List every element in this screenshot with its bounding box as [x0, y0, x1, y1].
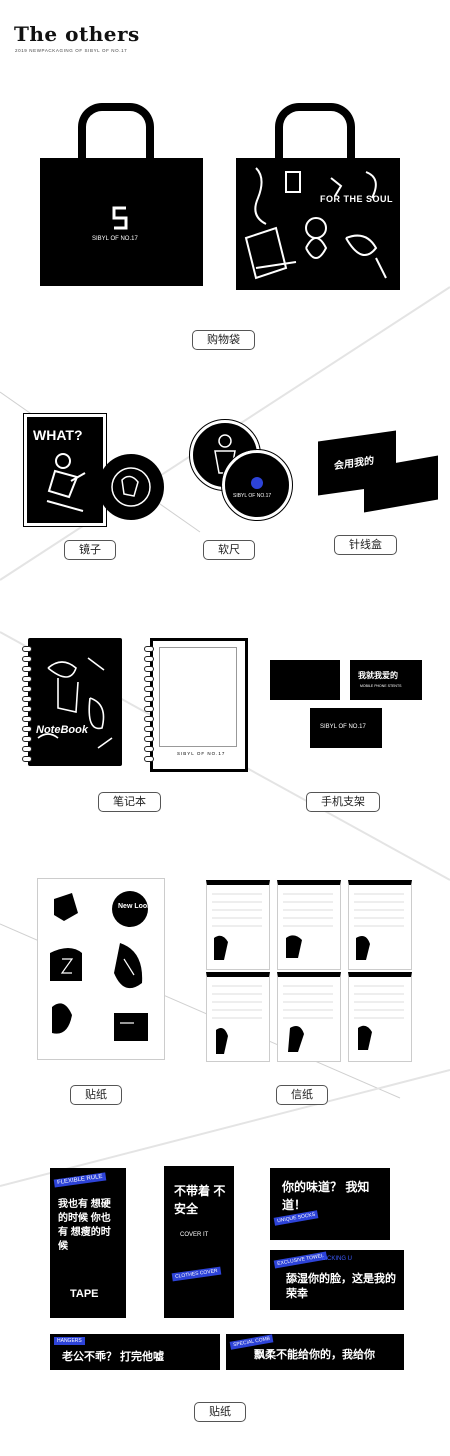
phone-stand-card-2: 我就我爱的 MOBILE PHONE STENTS: [350, 660, 422, 700]
notebook-page: SIBYL OF NO.17: [150, 638, 248, 772]
tape-sticker-2-sub: COVER IT: [180, 1232, 209, 1238]
mirror-figure-illustration: [46, 453, 86, 512]
label-notebook[interactable]: 笔记本: [98, 792, 161, 812]
notebook-spiral-right: [144, 646, 154, 764]
tape-disc-text: SIBYL OF NO.17: [233, 493, 272, 499]
phone-stand-card-1: [270, 660, 340, 700]
tape-sticker-1-word: TAPE: [70, 1288, 99, 1300]
notebook-cover: NoteBook: [28, 638, 122, 766]
bag-left-handle: [78, 103, 154, 171]
label-stickers[interactable]: 贴纸: [70, 1085, 122, 1105]
notebook-illustration: [37, 657, 113, 749]
tape-sticker-2: 不带着 不安全 COVER IT CLOTHES COVER: [164, 1166, 234, 1318]
mirror-card-text: WHAT?: [33, 427, 83, 443]
bag-right-handle: [275, 103, 355, 171]
tape-sticker-1-text: 我也有 想硬的时候 你也有 想瘦的时候: [58, 1199, 111, 1252]
bag-right-slogan: FOR THE SOUL: [320, 194, 393, 204]
mirror-disc-illustration: [111, 467, 151, 507]
label-tape-measure[interactable]: 软尺: [203, 540, 255, 560]
flexible-rule-tag: FLEXIBLE RULE: [53, 1172, 106, 1188]
notebook-spiral-left: [22, 646, 32, 764]
phone-stand-card-3: SIBYL OF NO.17: [310, 708, 382, 748]
bag-right: FOR THE SOUL: [236, 158, 400, 290]
label-shopping-bag[interactable]: 购物袋: [192, 330, 255, 350]
tape-sticker-6: SPECIAL COMB 飘柔不能给你的，我给你: [226, 1334, 404, 1370]
sticker-sheet: New Look: [37, 878, 165, 1060]
phone-stand-card-2-text: 我就我爱的: [358, 671, 398, 680]
label-sewing-box[interactable]: 针线盒: [334, 535, 397, 555]
label-mirror[interactable]: 镜子: [64, 540, 116, 560]
bag-right-illustration: [244, 167, 387, 280]
tape-sticker-5-text: 老公不乖？ 打完他嘘: [62, 1351, 165, 1363]
tape-sticker-4: EXCLUSIVE TOWEL 舔湿你的脸，这是我的荣幸 LICKING U: [270, 1250, 404, 1310]
tape-sticker-2-text: 不带着 不安全: [174, 1184, 226, 1216]
hangers-tag: HANGERS: [54, 1337, 85, 1345]
tape-measure-disc-2: SIBYL OF NO.17: [221, 449, 293, 521]
page-title: The others: [14, 22, 140, 46]
tape-sticker-4-sub: LICKING U: [322, 1256, 353, 1262]
label-letter-paper[interactable]: 信纸: [276, 1085, 328, 1105]
phone-stand-card-2-sub: MOBILE PHONE STENTS: [360, 684, 402, 688]
letter-lines: [212, 893, 404, 1054]
notebook-cover-text: NoteBook: [36, 724, 88, 736]
bag-left: SIBYL OF NO.17: [40, 158, 203, 286]
letter-paper-grid: [206, 880, 412, 1062]
clothes-cover-tag: CLOTHES COVER: [171, 1266, 222, 1282]
mirror-disc: [98, 454, 164, 520]
mirror-card: WHAT?: [23, 413, 107, 527]
tape-sticker-1: FLEXIBLE RULE 我也有 想硬的时候 你也有 想瘦的时候 TAPE: [50, 1168, 126, 1318]
letter-sheet: [277, 972, 341, 1062]
label-tape-stickers[interactable]: 贴纸: [194, 1402, 246, 1422]
tape-sticker-6-text: 飘柔不能给你的，我给你: [254, 1349, 375, 1361]
phone-stand-card-3-text: SIBYL OF NO.17: [320, 724, 366, 730]
bag-left-brand: SIBYL OF NO.17: [92, 236, 138, 242]
tape-sticker-5: HANGERS 老公不乖？ 打完他嘘: [50, 1334, 220, 1370]
tape-sticker-3-text: 你的味道？ 我知道！: [282, 1180, 370, 1212]
notebook-page-footer: SIBYL OF NO.17: [177, 751, 226, 756]
label-phone-stand[interactable]: 手机支架: [306, 792, 380, 812]
page-subtitle: 2019 NEWPACKAGING OF SIBYL OF NO.17: [15, 48, 128, 53]
exclusive-towel-tag: EXCLUSIVE TOWEL: [273, 1251, 328, 1269]
sticker-illustrations: [50, 891, 148, 1041]
tape-sticker-4-text: 舔湿你的脸，这是我的荣幸: [286, 1273, 396, 1300]
tape-pull-blue: [251, 477, 263, 489]
sticker-badge-text: New Look: [118, 903, 152, 910]
notebook-page-inner-frame: [159, 647, 237, 747]
brand-logo-icon: [112, 206, 128, 230]
tape-sticker-3: 你的味道？ 我知道！ UNIQUE SOCKS: [270, 1168, 390, 1240]
